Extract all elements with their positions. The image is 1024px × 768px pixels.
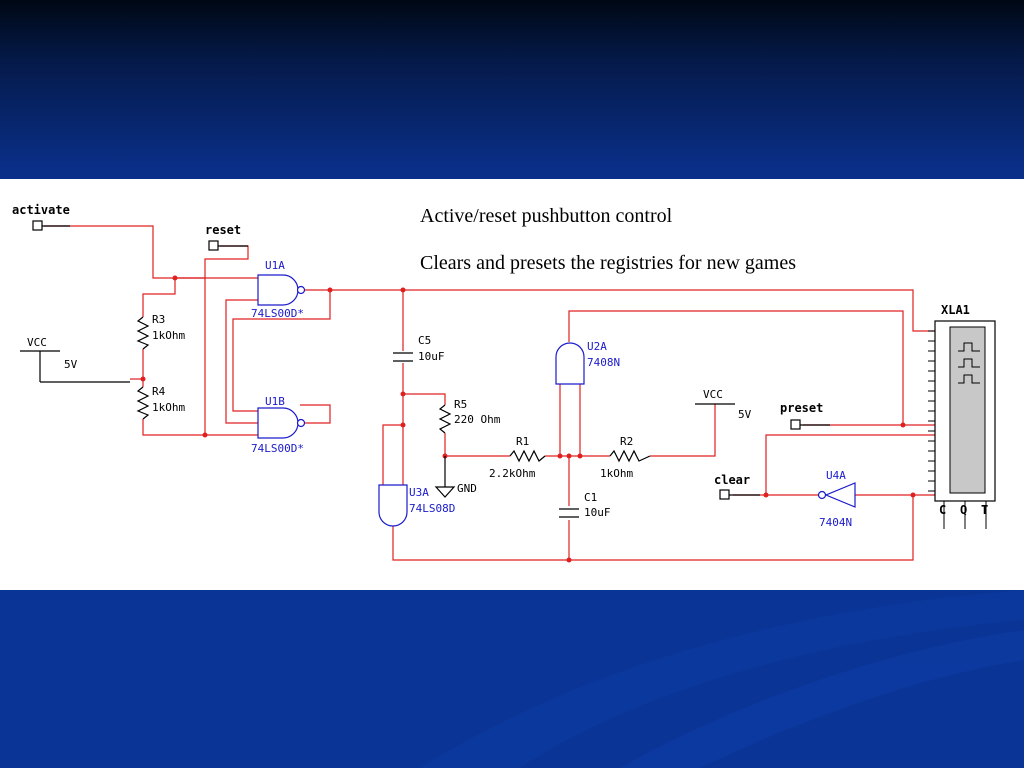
resistor-r5: R5 220 Ohm [438,398,501,434]
u1b-ref: U1B [265,395,285,408]
gate-u1b: U1B 74LS00D* [251,395,306,455]
vcc-label: VCC [27,336,47,349]
pulse-icon [958,342,980,384]
activate-label: activate [12,203,70,217]
junction-dot [400,422,406,428]
gate-u3a: U3A 74LS08D [378,484,455,527]
resistor-r4: R4 1kOhm [136,385,185,420]
capacitor-c5: C5 10uF [393,334,445,363]
analyzer-pin-t: T [981,503,988,517]
c5-ref: C5 [418,334,431,347]
r5-value: 220 Ohm [454,413,501,426]
r5-ref: R5 [454,398,467,411]
wire [444,433,510,457]
wire [402,363,446,405]
r4-ref: R4 [152,385,166,398]
vcc-value: 5V [64,358,78,371]
preset-label: preset [780,401,823,415]
c5-value: 10uF [418,350,445,363]
vcc-label: VCC [703,388,723,401]
resistor-r2: R2 1kOhm [600,435,651,480]
schematic-panel: activate reset preset clear VCC 5V VCC [0,179,1024,590]
r3-ref: R3 [152,313,165,326]
wire [225,299,258,424]
u2a-part: 7408N [587,356,620,369]
junction-dot [763,492,769,498]
gate-u4a: U4A 7404N [817,469,856,529]
r4-value: 1kOhm [152,401,185,414]
analyzer-pin-ticks [928,330,987,529]
vcc-source-1: VCC 5V [20,336,130,383]
wire [568,310,935,426]
reset-label: reset [205,223,241,237]
vcc-value: 5V [738,408,752,421]
note-title: Active/reset pushbutton control [420,205,673,227]
gate-u1a: U1A 74LS00D* [251,259,306,320]
junction-dot [910,492,916,498]
wire [305,289,935,332]
circuit-schematic: activate reset preset clear VCC 5V VCC [12,203,996,563]
junction-dot [557,453,563,459]
r2-value: 1kOhm [600,467,633,480]
background-swoosh [0,590,1024,768]
analyzer-pin-c: C [939,503,946,517]
reset-input[interactable]: reset [205,223,248,251]
wire [142,419,258,436]
note-description: Clears and presets the registries for ne… [420,252,796,274]
wire [300,404,331,424]
wire [232,290,331,412]
clear-label: clear [714,473,750,487]
clear-input[interactable]: clear [714,473,760,500]
r1-ref: R1 [516,435,529,448]
capacitor-c1: C1 10uF [559,491,611,519]
u3a-ref: U3A [409,486,429,499]
u2a-ref: U2A [587,340,607,353]
r2-ref: R2 [620,435,633,448]
c1-value: 10uF [584,506,611,519]
wire [44,225,205,279]
u1b-part: 74LS00D* [251,442,304,455]
junction-dot [577,453,583,459]
u4a-part: 7404N [819,516,852,529]
vcc-source-2: VCC 5V [695,388,752,421]
junction-dot [566,557,572,563]
wire [650,404,716,457]
u4a-ref: U4A [826,469,846,482]
junction-dot [327,287,333,293]
resistor-r1: R1 2.2kOhm [489,435,546,480]
resistor-r3: R3 1kOhm [136,313,185,350]
junction-dot [566,453,572,459]
analyzer-pin-q: Q [960,503,967,517]
ground-symbol: GND [434,456,477,498]
r1-value: 2.2kOhm [489,467,536,480]
u1a-part: 74LS00D* [251,307,304,320]
junction-dot [202,432,208,438]
xla1-ref: XLA1 [941,303,970,317]
r3-value: 1kOhm [152,329,185,342]
junction-dot [140,376,146,382]
gate-u2a: U2A 7408N [555,340,620,385]
logic-analyzer-xla1[interactable]: XLA1 C Q [928,303,996,529]
junction-dot [900,422,906,428]
c1-ref: C1 [584,491,597,504]
u3a-part: 74LS08D [409,502,455,515]
preset-input[interactable]: preset [780,401,830,430]
wire [765,434,935,495]
junction-dot [400,391,406,397]
junction-dot [400,287,406,293]
wire [142,278,176,317]
wire [382,394,404,485]
u1a-ref: U1A [265,259,285,272]
wire [392,494,935,561]
ground-label: GND [457,482,477,495]
activate-input[interactable]: activate [12,203,70,231]
junction-dot [172,275,178,281]
